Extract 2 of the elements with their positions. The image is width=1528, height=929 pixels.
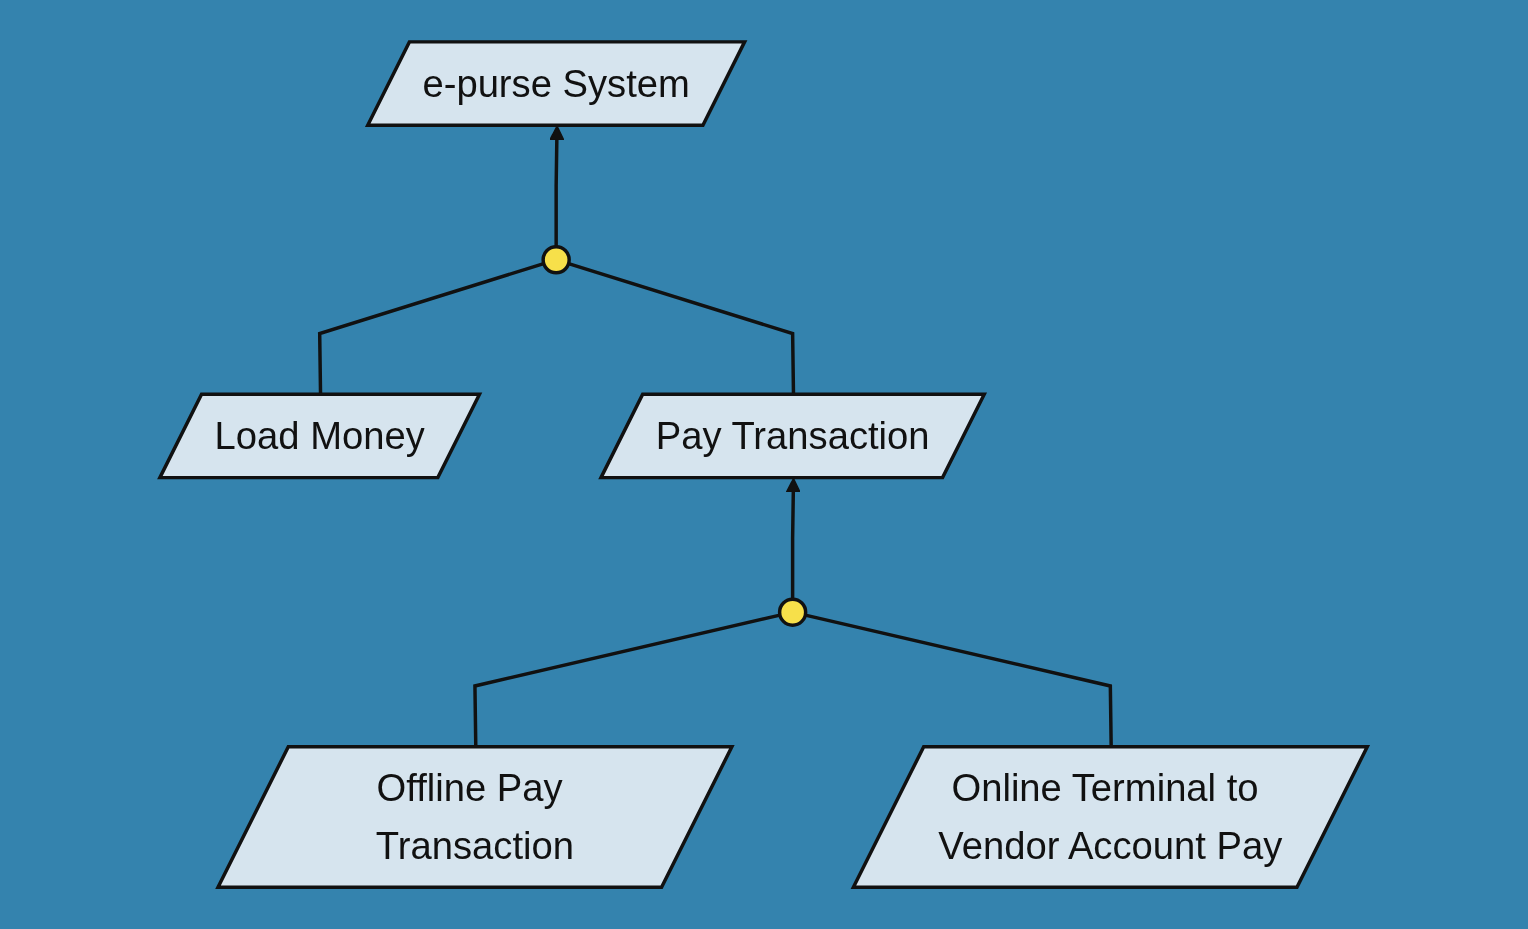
node-circle [541,244,572,275]
node-circle [778,597,808,627]
